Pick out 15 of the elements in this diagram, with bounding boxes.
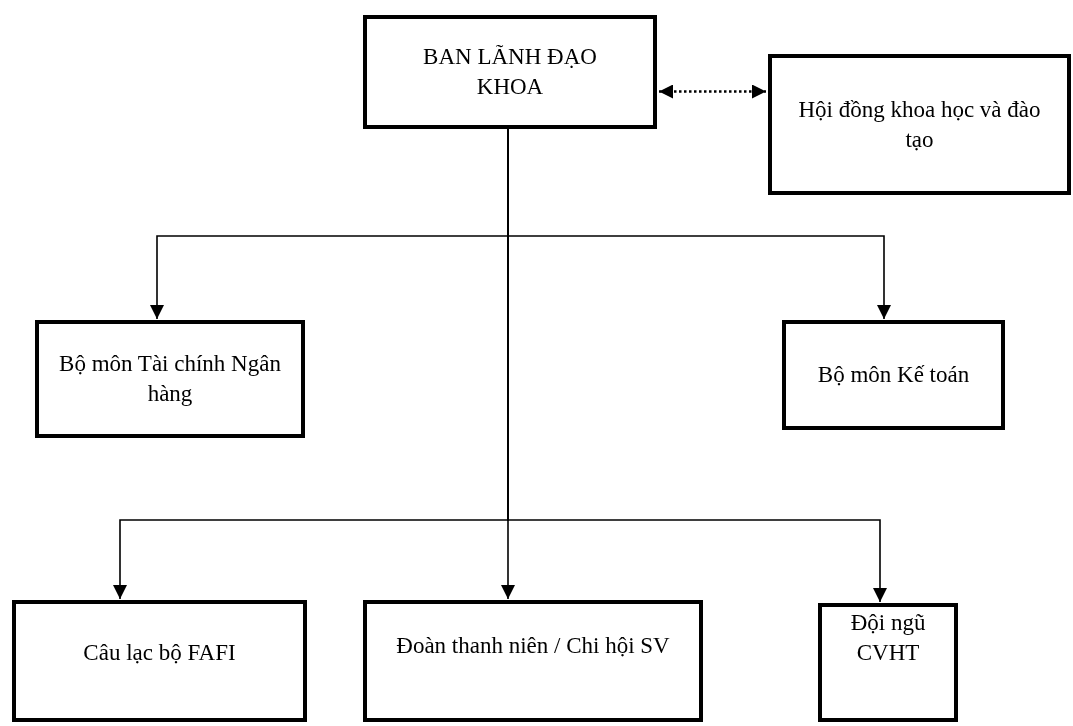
- unit-name: Bộ môn Kế toán: [817, 361, 970, 390]
- unit-name: Đội ngũ CVHT: [849, 608, 927, 667]
- org-unit-box: [35, 320, 305, 438]
- org-unit-box: [818, 603, 958, 722]
- unit-name: Bộ môn Tài chính Ngân hàng: [58, 350, 282, 408]
- org-unit-box: [363, 15, 657, 129]
- unit-name: BAN LÃNH ĐẠO KHOA: [422, 43, 598, 101]
- org-unit-box: [12, 600, 307, 722]
- unit-name: Câu lạc bộ FAFI: [83, 639, 236, 668]
- org-unit-box: [782, 320, 1005, 430]
- unit-name: Hội đồng khoa học và đào tạo: [797, 95, 1042, 154]
- org-unit-box: [768, 54, 1071, 195]
- connector-arrow: [659, 84, 766, 99]
- org-unit-box: [363, 600, 703, 722]
- unit-name: Đoàn thanh niên / Chi hội SV: [396, 632, 670, 661]
